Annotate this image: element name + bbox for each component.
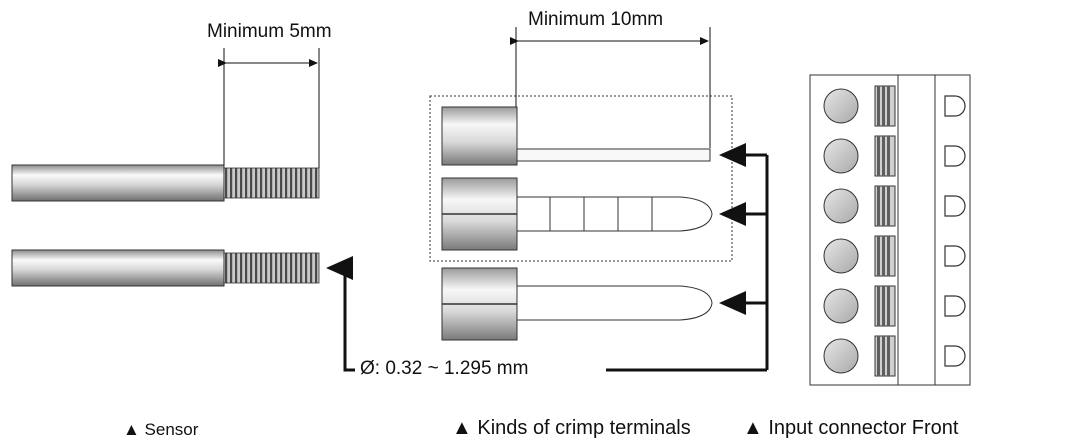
- sensor-wire-top: [11, 164, 320, 202]
- release-tab: [944, 145, 966, 167]
- crimp-terminal-pin: [441, 106, 711, 166]
- connector-terminal-row: [823, 335, 966, 377]
- screw-circle: [823, 138, 859, 174]
- caption-input-connector: ▲ Input connector Front: [743, 417, 959, 439]
- crimp-terminal-segmented: [441, 177, 713, 251]
- min-5mm-label: Minimum 5mm: [207, 21, 332, 42]
- connector-terminal-row: [823, 185, 966, 227]
- wire-clamp: [874, 185, 896, 227]
- crimp-terminal-tube: [441, 267, 713, 341]
- connector-terminal-row: [823, 135, 966, 177]
- wire-clamp: [874, 235, 896, 277]
- release-tab: [944, 295, 966, 317]
- connector-terminal-row: [823, 285, 966, 327]
- screw-circle: [823, 288, 859, 324]
- wire-clamp: [874, 135, 896, 177]
- connector-terminal-row: [823, 235, 966, 277]
- release-tab: [944, 345, 966, 367]
- release-tab: [944, 195, 966, 217]
- screw-circle: [823, 238, 859, 274]
- screw-circle: [823, 338, 859, 374]
- screw-circle: [823, 188, 859, 224]
- dimension-10mm: [510, 27, 711, 150]
- sensor-wire-bottom: [11, 249, 320, 287]
- dimension-5mm: [218, 48, 320, 168]
- wire-clamp: [874, 285, 896, 327]
- min-10mm-label: Minimum 10mm: [528, 9, 664, 30]
- connector-terminal-row: [823, 85, 966, 127]
- release-tab: [944, 245, 966, 267]
- caption-crimp-terminals: ▲ Kinds of crimp terminals: [452, 417, 691, 439]
- input-connector: [809, 74, 971, 386]
- wire-clamp: [874, 335, 896, 377]
- release-tab: [944, 95, 966, 117]
- connection-lines: [326, 143, 769, 372]
- diameter-label: Ø: 0.32 ~ 1.295 mm: [358, 358, 531, 380]
- caption-sensor: ▲ Sensor: [123, 420, 199, 439]
- wire-clamp: [874, 85, 896, 127]
- connector-terminals: [823, 85, 966, 377]
- terminal-group-box: [429, 95, 733, 262]
- screw-circle: [823, 88, 859, 124]
